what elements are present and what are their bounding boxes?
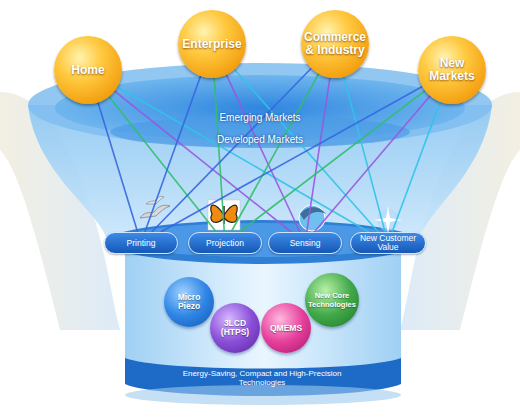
projection-icon [208, 200, 240, 230]
node-text: Emerging Markets [219, 112, 300, 124]
text-stack: Commerce & Industry [304, 31, 366, 57]
text-stack: Printing [127, 239, 156, 248]
connector-line [344, 77, 385, 232]
connector-line [98, 103, 138, 233]
connector-line [392, 102, 440, 232]
node-text: Energy-Saving, Compact and High-Precisio… [182, 369, 342, 388]
market-circle: New Markets [418, 36, 486, 104]
text-stack: Micro Piezo [166, 293, 212, 311]
technology-circle: 3LCD (HTPS) [210, 303, 260, 353]
cylinder [125, 250, 401, 378]
connector-line [235, 70, 379, 233]
text-stack: 3LCD (HTPS) [212, 319, 258, 337]
domain-pill: Printing [104, 232, 178, 254]
text-stack: Developed Markets [217, 134, 303, 146]
connector-line [239, 91, 425, 232]
market-band: Developed Markets [180, 133, 340, 147]
node-text: QMEMS [270, 324, 302, 333]
text-stack: Home [71, 64, 104, 77]
connector-line [226, 75, 300, 232]
connector-line [307, 78, 330, 232]
connector-line [314, 96, 430, 232]
market-circle: Commerce & Industry [301, 10, 369, 78]
domain-pill: Projection [188, 232, 262, 254]
market-circle: Home [54, 36, 122, 104]
new-value-icon [374, 206, 402, 234]
technology-circle: New Core Technologies [305, 273, 359, 327]
node-text: Developed Markets [217, 134, 303, 146]
node-text: New Markets [422, 57, 482, 83]
node-text: Printing [127, 239, 156, 248]
base-shadow [125, 385, 401, 405]
market-circle: Enterprise [178, 10, 246, 78]
text-stack: QMEMS [270, 324, 302, 333]
node-text: New Core Technologies [307, 291, 357, 309]
node-text: Micro Piezo [166, 293, 212, 311]
connector-line [145, 76, 201, 232]
technology-circle: QMEMS [261, 303, 311, 353]
market-band: Emerging Markets [180, 111, 340, 125]
connector-line [161, 87, 423, 233]
node-text: Projection [206, 239, 244, 248]
domain-pill: Sensing [268, 232, 342, 254]
connector-line [109, 97, 216, 232]
node-text: 3LCD (HTPS) [212, 319, 258, 337]
sensing-icon [299, 205, 326, 231]
text-stack: New Customer Value [355, 234, 421, 252]
connector-line [118, 87, 369, 232]
node-text: New Customer Value [355, 234, 421, 252]
node-text: Commerce & Industry [304, 31, 366, 57]
text-stack: New Core Technologies [307, 291, 357, 309]
technology-circle: Micro Piezo [164, 277, 214, 327]
node-text: Enterprise [182, 38, 241, 51]
node-text: Sensing [290, 239, 321, 248]
text-stack: Enterprise [182, 38, 241, 51]
printing-icon [140, 196, 170, 218]
connector-line [152, 68, 312, 232]
text-stack: Emerging Markets [219, 112, 300, 124]
connector-line [231, 74, 319, 232]
text-stack: Sensing [290, 239, 321, 248]
node-text: Home [71, 64, 104, 77]
base-band-text: Energy-Saving, Compact and High-Precisio… [182, 367, 342, 389]
text-stack: Energy-Saving, Compact and High-Precisio… [182, 369, 342, 388]
text-stack: Projection [206, 239, 244, 248]
text-stack: New Markets [422, 57, 482, 83]
domain-pill: New Customer Value [350, 232, 426, 254]
connector-line [214, 78, 224, 232]
